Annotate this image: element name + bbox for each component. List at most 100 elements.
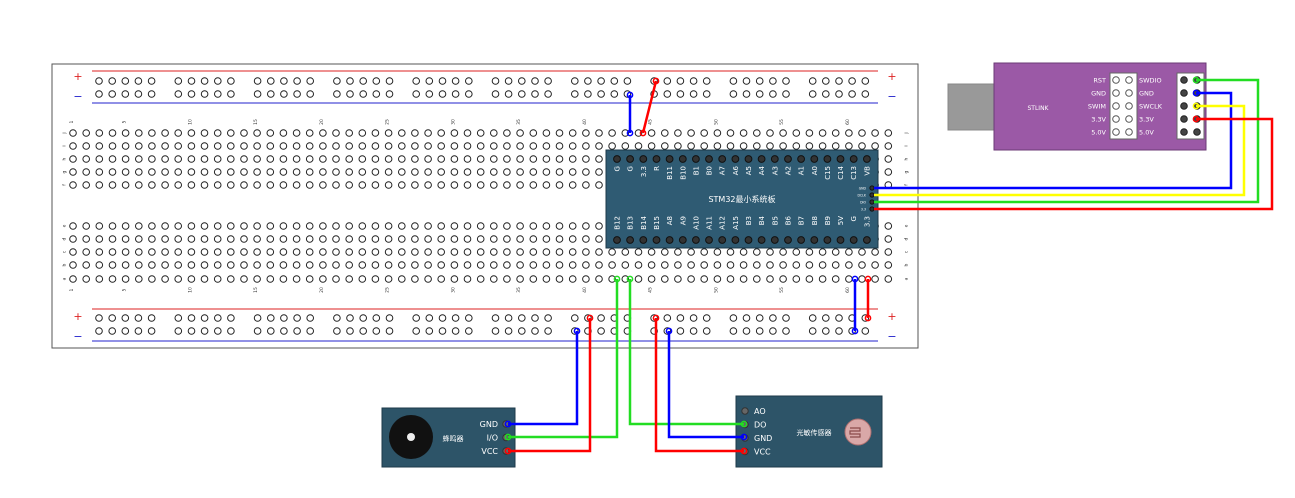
breadboard-hole bbox=[516, 235, 524, 243]
breadboard-hole bbox=[687, 129, 695, 137]
rail-hole bbox=[465, 314, 473, 322]
rail-hole bbox=[465, 77, 473, 85]
breadboard-hole bbox=[384, 248, 393, 256]
rail-hole bbox=[253, 90, 262, 98]
breadboard-hole bbox=[200, 222, 209, 230]
breadboard-hole bbox=[121, 275, 130, 283]
stm32-bottom-pin bbox=[770, 236, 779, 244]
breadboard-hole bbox=[174, 261, 182, 269]
breadboard-hole bbox=[450, 181, 459, 189]
stm32-bottom-pin bbox=[705, 236, 713, 244]
breadboard-hole bbox=[266, 275, 275, 283]
breadboard-hole bbox=[135, 155, 143, 163]
breadboard-hole bbox=[161, 129, 169, 137]
breadboard-hole bbox=[792, 261, 801, 269]
breadboard-hole bbox=[135, 129, 143, 137]
breadboard-hole bbox=[490, 235, 498, 243]
breadboard-hole bbox=[858, 129, 866, 137]
breadboard-hole bbox=[805, 275, 814, 283]
stlink-left-pin bbox=[1112, 128, 1120, 136]
stm32-top-pin-label: B11 bbox=[666, 166, 674, 180]
breadboard-hole bbox=[319, 168, 327, 176]
rail-hole bbox=[253, 77, 262, 85]
breadboard-hole bbox=[213, 235, 222, 243]
breadboard-hole bbox=[213, 248, 222, 256]
breadboard-hole bbox=[687, 275, 695, 283]
rail-hole bbox=[425, 327, 434, 335]
breadboard-hole bbox=[332, 168, 340, 176]
breadboard-hole bbox=[69, 129, 77, 137]
light-sensor-pin-label: AO bbox=[754, 407, 766, 416]
stm32-bottom-pin bbox=[797, 236, 805, 244]
breadboard-hole bbox=[187, 235, 196, 243]
rail-hole bbox=[689, 90, 698, 98]
rail-plus-bottom-right: + bbox=[887, 310, 896, 323]
breadboard-hole bbox=[529, 235, 538, 243]
stlink-right-pin bbox=[1180, 102, 1188, 110]
breadboard-hole bbox=[227, 235, 235, 243]
breadboard-hole bbox=[424, 142, 432, 150]
rail-plus-top-left: + bbox=[73, 70, 82, 83]
breadboard-hole bbox=[713, 261, 722, 269]
breadboard-hole bbox=[161, 235, 169, 243]
breadboard-hole bbox=[805, 142, 814, 150]
breadboard-hole bbox=[713, 248, 722, 256]
breadboard-hole bbox=[595, 261, 603, 269]
breadboard-hole bbox=[516, 222, 524, 230]
rail-hole bbox=[200, 77, 209, 85]
rail-hole bbox=[425, 90, 434, 98]
wire-end bbox=[740, 447, 748, 455]
stm32-bottom-pin-label: B12 bbox=[614, 216, 622, 230]
wire-end bbox=[613, 275, 621, 283]
breadboard-hole bbox=[384, 261, 393, 269]
rail-hole bbox=[597, 77, 605, 85]
breadboard-hole bbox=[240, 248, 248, 256]
breadboard-hole bbox=[148, 261, 156, 269]
breadboard-hole bbox=[647, 129, 656, 137]
breadboard-hole bbox=[240, 129, 248, 137]
rail-hole bbox=[359, 314, 368, 322]
rail-hole bbox=[333, 327, 341, 335]
breadboard-hole bbox=[542, 129, 551, 137]
breadboard-hole bbox=[595, 155, 603, 163]
stm32-bottom-pin-label: G bbox=[850, 216, 858, 221]
breadboard-hole bbox=[542, 222, 551, 230]
rail-hole bbox=[121, 314, 130, 322]
stm32-bottom-pin-label: A15 bbox=[732, 216, 740, 230]
breadboard-hole bbox=[82, 248, 90, 256]
breadboard-hole bbox=[463, 261, 472, 269]
row-letter: f bbox=[904, 184, 910, 186]
breadboard-hole bbox=[674, 261, 682, 269]
breadboard-hole bbox=[227, 142, 235, 150]
breadboard-hole bbox=[292, 142, 301, 150]
breadboard-hole bbox=[200, 248, 209, 256]
breadboard-hole bbox=[726, 248, 735, 256]
breadboard-hole bbox=[503, 181, 511, 189]
breadboard-hole bbox=[332, 155, 340, 163]
wire-end-dots bbox=[504, 76, 1200, 455]
rail-hole bbox=[306, 90, 315, 98]
breadboard-hole bbox=[253, 168, 261, 176]
breadboard-hole bbox=[187, 181, 196, 189]
breadboard-hole bbox=[332, 142, 340, 150]
breadboard-hole bbox=[227, 248, 235, 256]
rail-hole bbox=[689, 327, 698, 335]
breadboard-hole bbox=[187, 129, 196, 137]
breadboard-hole bbox=[753, 248, 761, 256]
light-sensor-pin-label: DO bbox=[754, 421, 766, 430]
breadboard-hole bbox=[292, 261, 301, 269]
rail-hole bbox=[372, 77, 381, 85]
breadboard-hole bbox=[266, 155, 275, 163]
breadboard-hole bbox=[69, 235, 77, 243]
breadboard-hole bbox=[753, 275, 761, 283]
breadboard-hole bbox=[319, 155, 327, 163]
breadboard-hole bbox=[424, 248, 432, 256]
breadboard-hole bbox=[161, 181, 169, 189]
stlink-right-pin bbox=[1180, 89, 1188, 97]
rail-hole bbox=[253, 327, 262, 335]
rail-hole bbox=[861, 327, 870, 335]
breadboard-hole bbox=[227, 261, 235, 269]
usb-plug bbox=[947, 83, 997, 131]
rail-hole bbox=[808, 327, 817, 335]
breadboard-hole bbox=[713, 142, 722, 150]
